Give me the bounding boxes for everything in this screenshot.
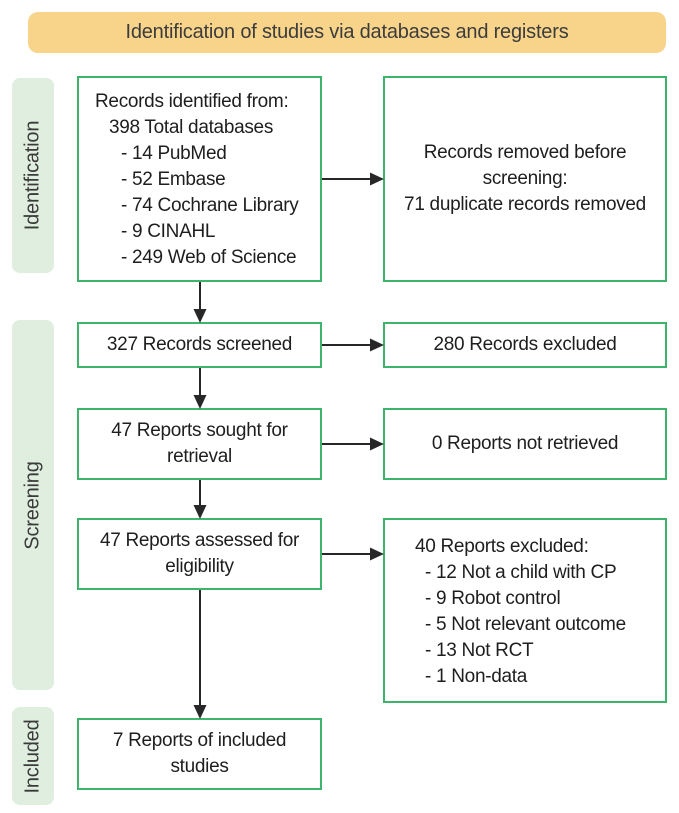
stage-included-label: Included — [21, 718, 44, 794]
box-records-identified: Records identified from: 398 Total datab… — [77, 76, 322, 282]
box-reports-assessed: 47 Reports assessed for eligibility — [77, 518, 322, 590]
stage-identification: Identification — [12, 78, 54, 273]
box-records-screened: 327 Records screened — [77, 322, 322, 368]
records-identified-total: 398 Total databases — [109, 117, 274, 138]
stage-identification-label: Identification — [21, 120, 44, 231]
arrow-identified-to-screened — [193, 282, 207, 323]
reports-excluded-item: - 13 Not RCT — [425, 640, 534, 661]
reports-sought-line: 47 Reports sought for — [111, 420, 288, 441]
reports-excluded-item: - 12 Not a child with CP — [425, 562, 617, 583]
box-reports-sought: 47 Reports sought for retrieval — [77, 408, 322, 480]
records-identified-item: - 74 Cochrane Library — [121, 195, 299, 216]
arrow-identified-to-removed — [322, 172, 384, 186]
records-excluded-text: 280 Records excluded — [433, 334, 617, 355]
stage-screening: Screening — [12, 320, 54, 690]
arrow-screened-to-sought — [193, 368, 207, 409]
records-identified-item: - 52 Embase — [121, 169, 226, 190]
stage-included: Included — [12, 707, 54, 805]
reports-included-line: 7 Reports of included — [112, 730, 287, 751]
records-identified-item: - 249 Web of Science — [121, 247, 297, 268]
arrow-sought-to-not-retrieved — [322, 437, 384, 451]
reports-assessed-line: 47 Reports assessed for — [99, 530, 300, 551]
arrow-assessed-to-reports-excluded — [322, 547, 384, 561]
reports-excluded-item: - 9 Robot control — [425, 588, 561, 609]
records-identified-title: Records identified from: — [95, 91, 289, 112]
arrow-sought-to-assessed — [193, 480, 207, 519]
reports-sought-line: retrieval — [167, 446, 232, 467]
reports-assessed-line: eligibility — [165, 556, 234, 577]
reports-not-retrieved-text: 0 Reports not retrieved — [431, 433, 619, 454]
records-identified-item: - 14 PubMed — [121, 143, 227, 164]
box-records-excluded: 280 Records excluded — [383, 322, 667, 368]
reports-excluded-item: - 5 Not relevant outcome — [425, 614, 626, 635]
reports-excluded-item: - 1 Non-data — [425, 666, 528, 687]
banner: Identification of studies via databases … — [28, 12, 666, 53]
records-removed-line: Records removed before — [423, 142, 627, 163]
box-records-removed: Records removed before screening: 71 dup… — [383, 76, 667, 282]
box-reports-not-retrieved: 0 Reports not retrieved — [383, 408, 667, 480]
reports-included-line: studies — [170, 756, 229, 777]
banner-title: Identification of studies via databases … — [125, 21, 569, 43]
records-identified-item: - 9 CINAHL — [121, 221, 216, 242]
reports-excluded-title: 40 Reports excluded: — [415, 536, 589, 557]
box-reports-included: 7 Reports of included studies — [77, 718, 322, 790]
records-removed-line: 71 duplicate records removed — [404, 194, 646, 215]
box-reports-excluded: 40 Reports excluded: - 12 Not a child wi… — [383, 518, 667, 703]
arrow-assessed-to-included — [193, 590, 207, 719]
arrow-screened-to-excluded — [322, 338, 384, 352]
records-removed-line: screening: — [482, 168, 568, 189]
records-screened-text: 327 Records screened — [106, 334, 293, 355]
stage-screening-label: Screening — [21, 460, 44, 550]
